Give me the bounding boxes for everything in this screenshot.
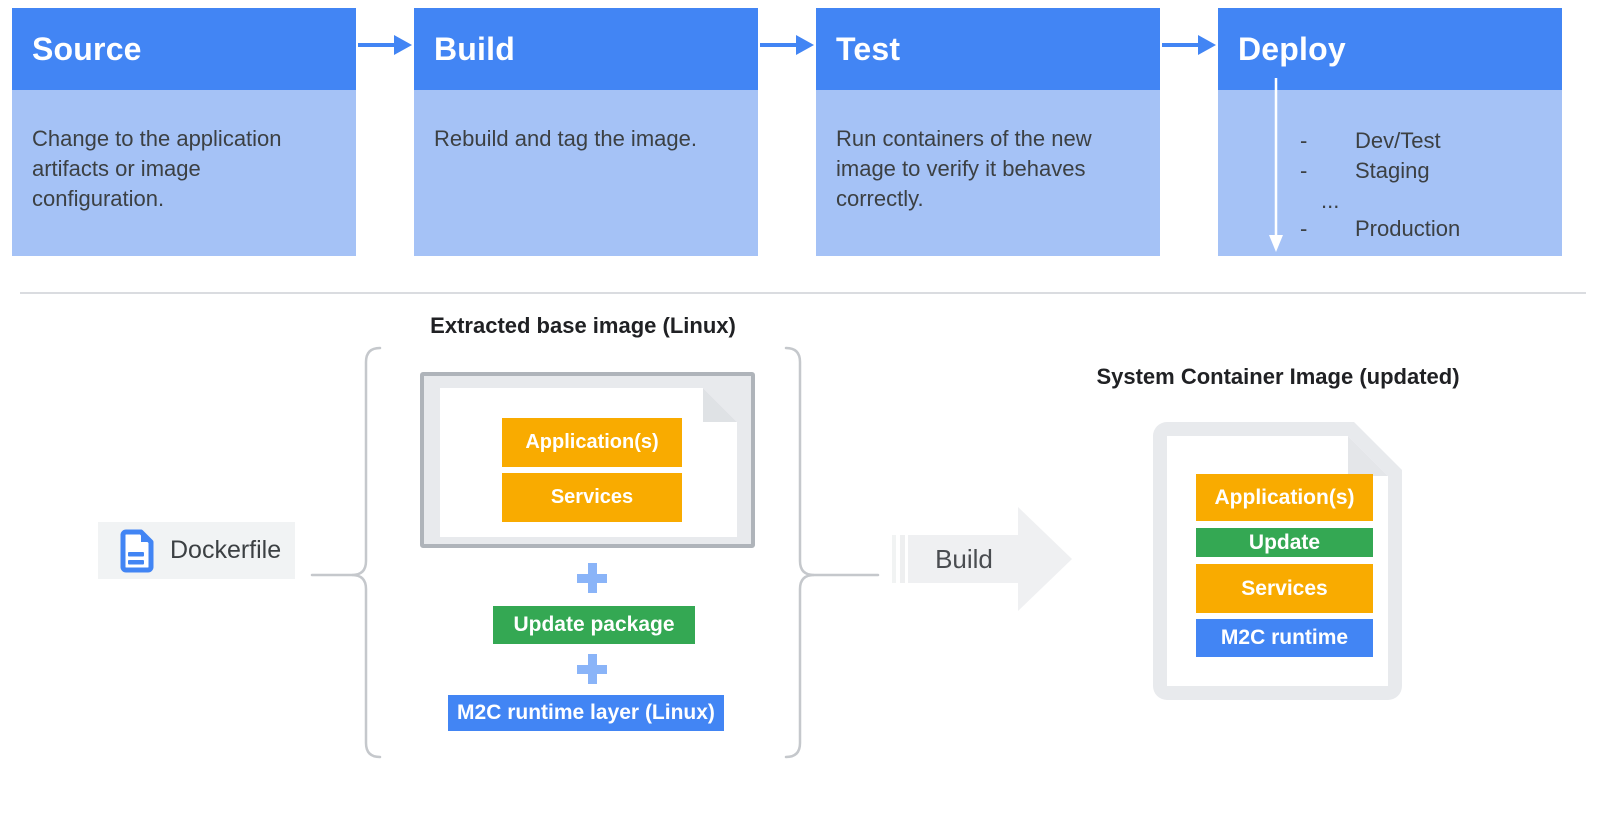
flow-arrow-icon <box>358 35 412 55</box>
plus-icon <box>577 563 607 593</box>
stage-build-body: Rebuild and tag the image. <box>414 90 758 256</box>
section-divider <box>20 292 1586 294</box>
stage-test: Test Run containers of the new image to … <box>816 8 1160 256</box>
build-arrow <box>892 507 1072 611</box>
right-brace-icon <box>784 346 815 759</box>
stage-build-title: Build <box>434 30 515 67</box>
deploy-item-label: Dev/Test <box>1355 128 1441 153</box>
deploy-item-bullet: - <box>1300 158 1308 183</box>
stage-source-header: Source <box>12 8 356 90</box>
m2c-runtime-layer-box: M2C runtime layer (Linux) <box>448 695 724 731</box>
deploy-item-ellipsis: ... <box>1218 188 1552 214</box>
deploy-item-label: Staging <box>1355 158 1430 183</box>
stage-test-header: Test <box>816 8 1160 90</box>
result-layer-services: Services <box>1196 564 1373 613</box>
stage-build-description: Rebuild and tag the image. <box>434 126 697 151</box>
deploy-item: - Staging <box>1218 156 1552 186</box>
plus-icon <box>577 654 607 684</box>
deploy-sequence-arrow-icon <box>1269 78 1283 252</box>
dockerfile-icon <box>120 529 154 572</box>
stage-test-description: Run containers of the new image to verif… <box>836 126 1092 211</box>
stage-deploy: Deploy - Dev/Test - Staging ... - Produc… <box>1218 8 1562 256</box>
left-brace-icon <box>351 346 382 759</box>
stage-source-body: Change to the application artifacts or i… <box>12 90 356 256</box>
stage-test-body: Run containers of the new image to verif… <box>816 90 1160 256</box>
deploy-item: - Dev/Test <box>1218 126 1552 156</box>
flow-arrow-icon <box>760 35 814 55</box>
flow-arrow-icon <box>1162 35 1216 55</box>
result-layer-m2c-runtime: M2C runtime <box>1196 619 1373 657</box>
stage-build-header: Build <box>414 8 758 90</box>
dockerfile-label: Dockerfile <box>170 536 282 564</box>
result-layer-update: Update <box>1196 528 1373 557</box>
deploy-item-label: ... <box>1321 188 1340 213</box>
update-package-box: Update package <box>493 606 695 644</box>
stage-deploy-title: Deploy <box>1238 30 1346 67</box>
stage-build: Build Rebuild and tag the image. <box>414 8 758 256</box>
deploy-item-bullet: - <box>1300 128 1308 153</box>
stage-test-title: Test <box>836 30 901 67</box>
stage-source-title: Source <box>32 30 142 67</box>
deploy-item: - Production <box>1218 214 1552 244</box>
stage-source: Source Change to the application artifac… <box>12 8 356 256</box>
build-arrow-label: Build <box>935 543 993 574</box>
deploy-item-label: Production <box>1355 216 1461 241</box>
dockerfile-chip: Dockerfile <box>98 522 295 579</box>
base-layer-services: Services <box>502 473 682 522</box>
result-layer-applications: Application(s) <box>1196 474 1373 521</box>
base-layer-applications: Application(s) <box>502 418 682 467</box>
stage-source-description: Change to the application artifacts or i… <box>32 126 282 211</box>
grouping-braces <box>310 346 880 759</box>
system-container-image-title: System Container Image (updated) <box>1096 364 1460 389</box>
extracted-base-image-title: Extracted base image (Linux) <box>430 313 736 338</box>
stage-deploy-header: Deploy <box>1218 8 1562 90</box>
deploy-item-bullet: - <box>1300 216 1308 241</box>
